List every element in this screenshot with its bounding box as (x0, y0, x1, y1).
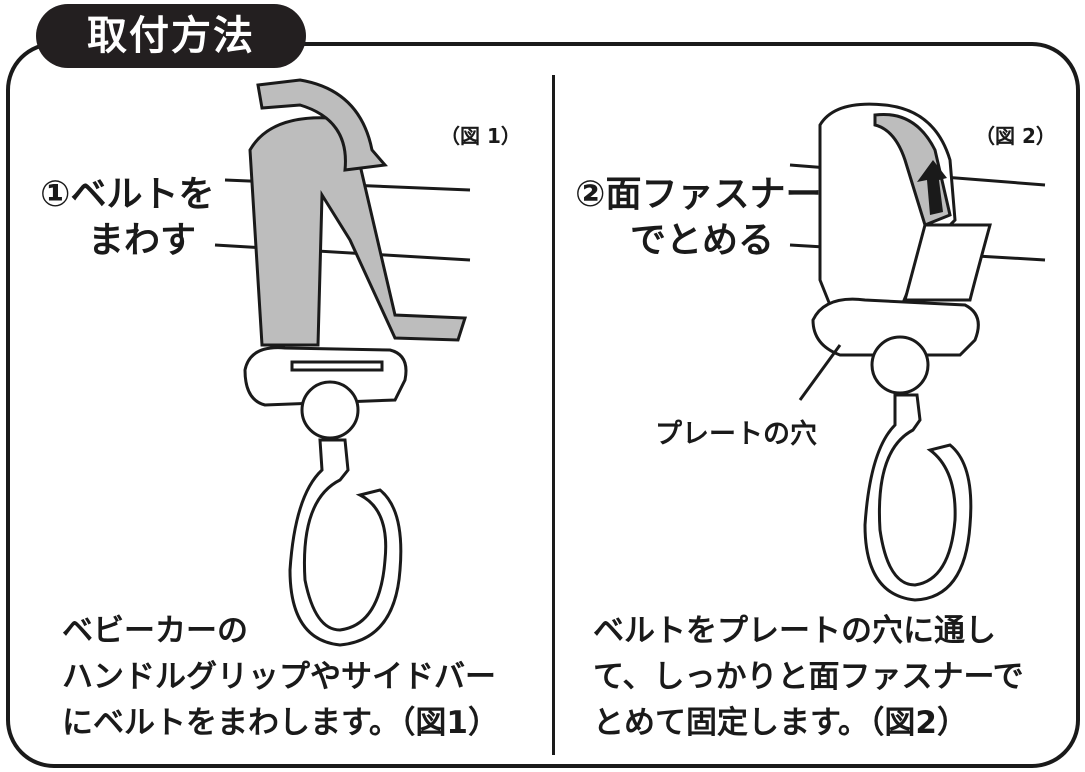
step-2-desc-1: ベルトをプレートの穴に通し (593, 613, 996, 649)
step-1-line-1: ①ベルトを (40, 174, 215, 215)
step-2-line-2: でとめる (630, 220, 775, 261)
step-1-desc-1: ベビーカーの (62, 613, 248, 649)
step-2-desc-3: とめて固定します。（図2） (593, 705, 968, 741)
step-2-desc-2: て、しっかりと面ファスナーで (593, 659, 1024, 695)
panel-divider (552, 75, 555, 755)
figure-1-illustration (214, 78, 471, 647)
step-2-line-1: ②面ファスナー (575, 174, 822, 215)
plate-hole-callout: プレートの穴 (655, 419, 817, 450)
figure-1-label: （図 1） (440, 124, 521, 148)
instruction-frame (6, 42, 1080, 768)
step-1-desc-3: にベルトをまわします。（図1） (62, 705, 499, 741)
figure-2-label: （図 2） (975, 124, 1056, 148)
step-1-desc-2: ハンドルグリップやサイドバー (62, 659, 496, 695)
step-1-line-2: まわす (88, 220, 197, 261)
figure-2-illustration (789, 102, 1046, 602)
title-tab: 取付方法 (36, 4, 306, 68)
